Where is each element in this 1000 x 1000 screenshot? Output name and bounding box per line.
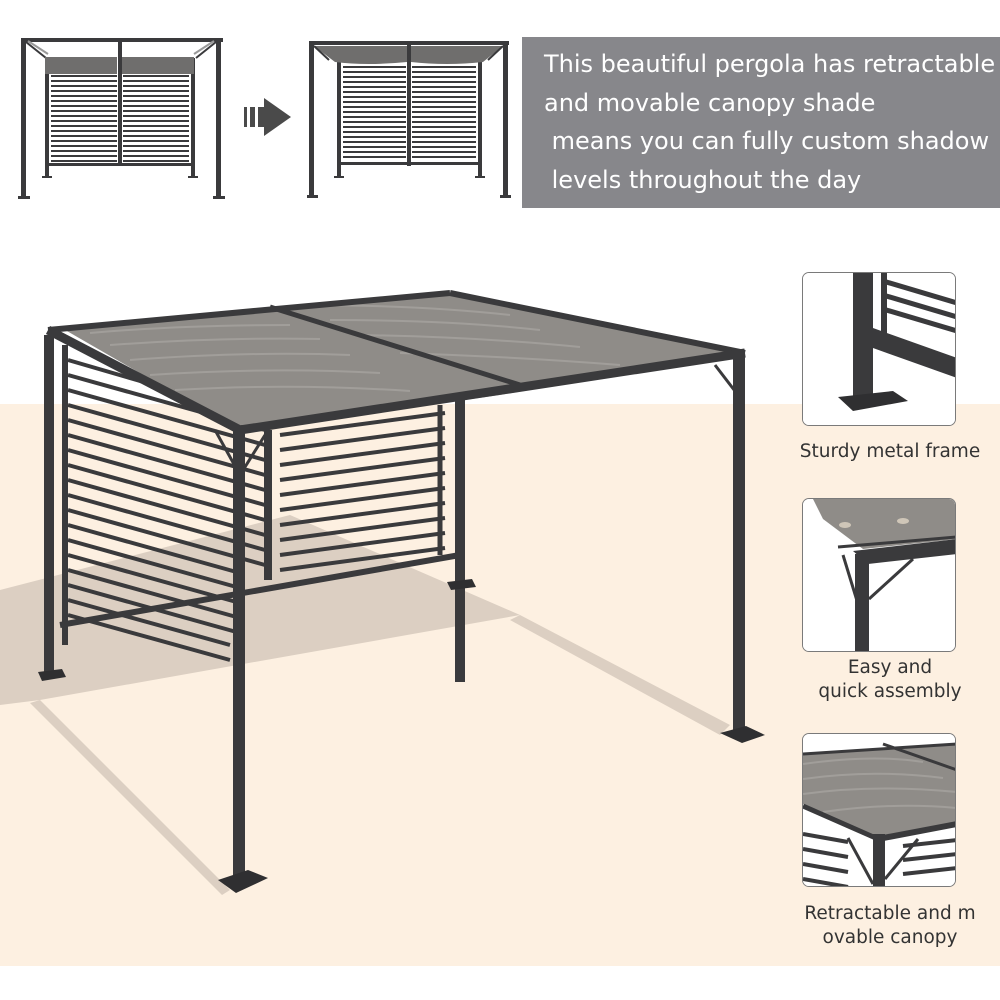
arrow-right-icon (244, 98, 294, 138)
feature-thumb-assembly (802, 498, 956, 652)
pergola-after-illustration (307, 38, 512, 202)
caption-line: means you can fully custom shadow (544, 127, 990, 155)
feature-label-line: Retractable and m (804, 903, 976, 924)
feature-thumb-canopy (802, 733, 956, 887)
feature-label-line: ovable canopy (822, 927, 958, 948)
feature-label-canopy: Retractable and m ovable canopy (780, 902, 1000, 950)
feature-thumb-metal-frame (802, 272, 956, 426)
caption-line: levels throughout the day (544, 165, 862, 194)
feature-label-metal-frame: Sturdy metal frame (780, 440, 1000, 464)
pergola-before-illustration (18, 36, 228, 202)
caption-line: and movable canopy shade (544, 88, 876, 117)
feature-label-line: Sturdy metal frame (799, 441, 981, 462)
caption-line: This beautiful pergola has retractable (544, 50, 996, 78)
feature-label-assembly: Easy and quick assembly (780, 656, 1000, 704)
feature-label-line: quick assembly (818, 681, 962, 702)
pergola-main-illustration (0, 285, 780, 905)
feature-caption-box: This beautiful pergola has retractable a… (522, 37, 1000, 208)
feature-label-line: Easy and (847, 657, 933, 678)
